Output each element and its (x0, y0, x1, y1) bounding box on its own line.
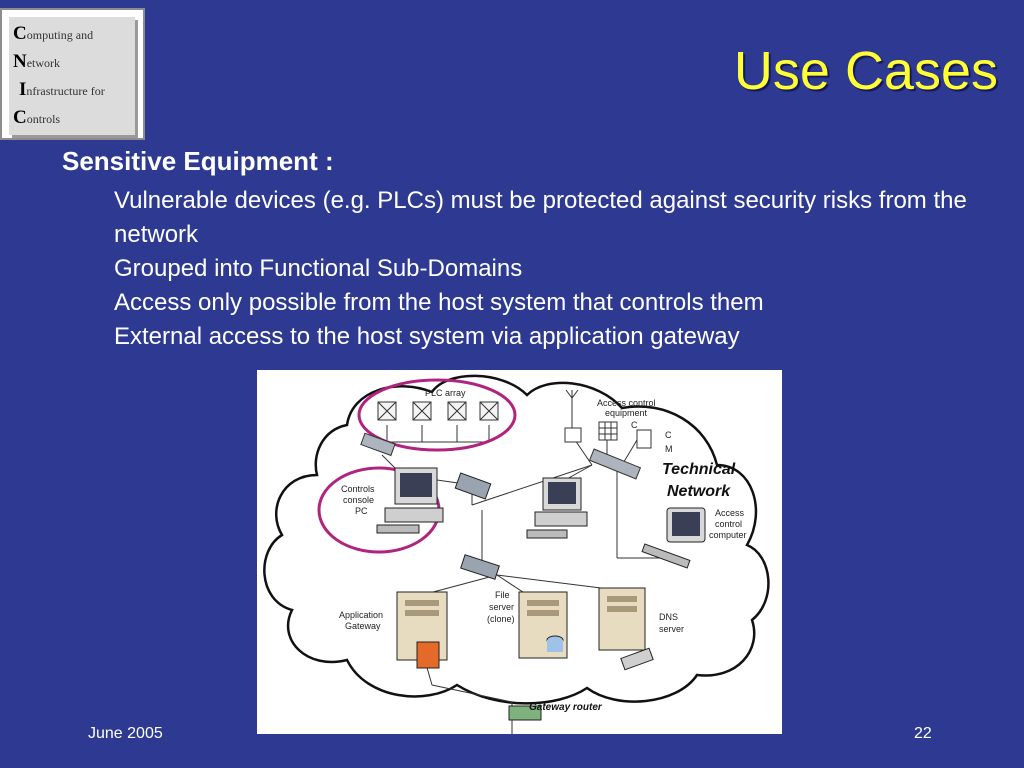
workstation-center (526, 477, 588, 539)
plc-array-ring (357, 378, 517, 452)
bullet-item: Vulnerable devices (e.g. PLCs) must be p… (114, 187, 967, 248)
plc-array-label: PLC array (425, 388, 466, 398)
gateway-router (508, 705, 542, 721)
footer-date: June 2005 (88, 725, 163, 742)
application-gateway-server (396, 591, 448, 669)
logo-line-2: Network (13, 51, 61, 72)
file-server-label: File server (clone) (487, 590, 517, 624)
switch-plc (360, 432, 396, 457)
card-reader (636, 429, 652, 449)
technical-network-label: Technical Network (662, 461, 740, 500)
access-control-equipment-label: Access control equipment (597, 398, 658, 418)
hub-lower (460, 554, 500, 580)
controls-console-label: Controls console PC (341, 484, 377, 516)
hub-center (454, 472, 492, 500)
file-server (518, 591, 568, 659)
cnic-logo: Computing and Network Infrastructure for… (0, 8, 145, 140)
badge-c1: C (631, 420, 638, 430)
section-heading: Sensitive Equipment : (62, 146, 334, 176)
network-diagram: PLC array Controls console PC (257, 370, 782, 734)
logo-line-1: Computing and (13, 23, 94, 44)
logo-panel: Computing and Network Infrastructure for… (9, 17, 135, 135)
access-reader (564, 427, 582, 443)
dns-server (598, 587, 654, 671)
page-number: 22 (914, 725, 932, 742)
switch-right (588, 448, 642, 480)
slide-title: Use Cases (733, 41, 998, 101)
badge-m: M (665, 444, 673, 454)
badge-c2: C (665, 430, 672, 440)
plc-devices (377, 401, 499, 421)
logo-line-3: Infrastructure for (19, 79, 105, 100)
bullet-item: External access to the host system via a… (114, 323, 740, 350)
application-gateway-label: Application Gateway (339, 610, 386, 631)
bullet-list: Vulnerable devices (e.g. PLCs) must be p… (114, 184, 974, 354)
bullet-item: Access only possible from the host syste… (114, 289, 764, 316)
keypad-icon (598, 421, 618, 441)
access-control-computer-label: Access control computer (709, 508, 747, 540)
network-diagram-svg: PLC array Controls console PC (263, 374, 770, 734)
dns-server-label: DNS server (659, 612, 684, 634)
bullet-item: Grouped into Functional Sub-Domains (114, 255, 523, 282)
controls-console-pc (376, 467, 444, 534)
access-control-computer (641, 507, 706, 569)
gateway-router-label: Gateway router (529, 702, 603, 713)
logo-line-4: Controls (13, 107, 61, 128)
